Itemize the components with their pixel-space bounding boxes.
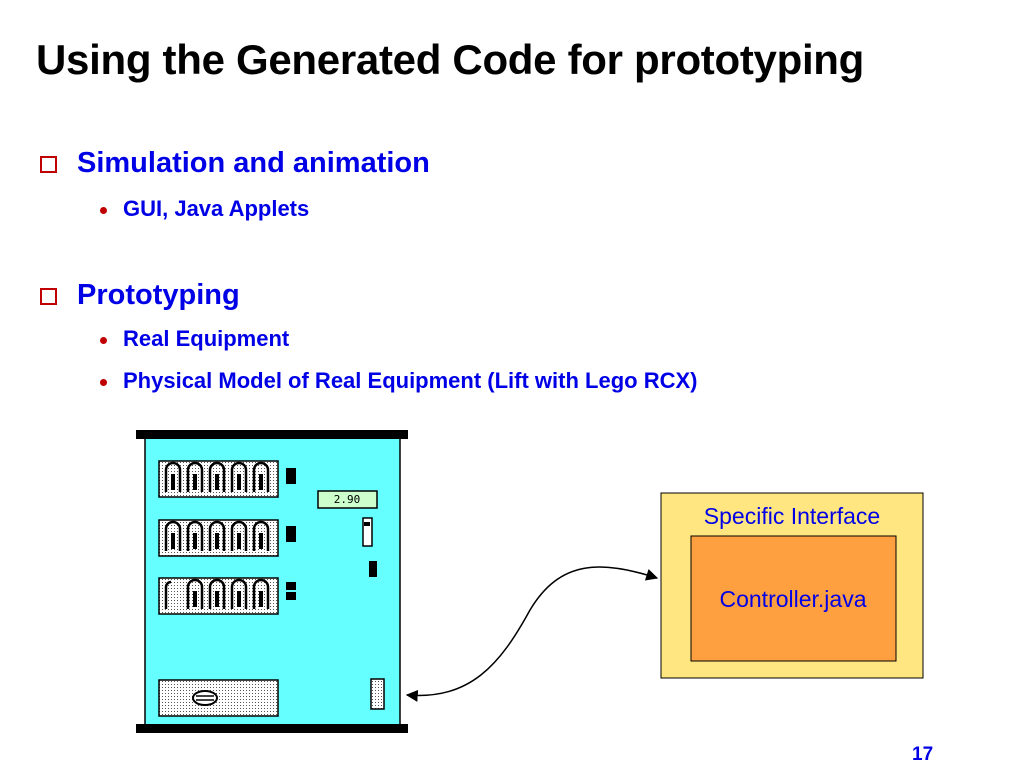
bullet-label: Simulation and animation (77, 147, 430, 179)
bullet-label: Prototyping (77, 279, 240, 311)
floor-button (286, 526, 296, 542)
dot-bullet-icon (100, 206, 107, 214)
floor-button (286, 592, 296, 600)
connection-arrow (405, 566, 659, 702)
lift-model: 2.90 (136, 430, 408, 733)
floor-panel (158, 519, 279, 557)
ground-floor-panel (158, 679, 279, 717)
floor-button (286, 468, 296, 484)
bullet-simulation: Simulation and animation (40, 147, 430, 180)
lift-display (317, 490, 378, 509)
square-bullet-icon (40, 156, 57, 173)
interface-label: Specific Interface (704, 503, 880, 529)
page-number: 17 (912, 744, 934, 765)
controller-box (690, 535, 897, 662)
subbullet-label: Real Equipment (123, 326, 290, 351)
dot-bullet-icon (100, 378, 107, 386)
subbullet-physical-model: Physical Model of Real Equipment (Lift w… (100, 368, 697, 394)
floor-button (286, 582, 296, 590)
square-bullet-icon (40, 288, 57, 305)
subbullet-label: GUI, Java Applets (123, 196, 310, 221)
floor-panel (158, 460, 279, 498)
lift-display-value: 2.90 (334, 493, 361, 506)
lift-car-slot (370, 678, 385, 710)
subbullet-real-equipment: Real Equipment (100, 326, 289, 352)
bullet-prototyping: Prototyping (40, 279, 240, 312)
interface-box: Specific Interface Controller.java (660, 492, 924, 679)
lift-bottom-bar (136, 724, 408, 733)
subbullet-label: Physical Model of Real Equipment (Lift w… (123, 368, 698, 393)
floor-panel (158, 577, 279, 615)
dot-bullet-icon (100, 336, 107, 344)
lift-sensor (369, 561, 377, 577)
lift-top-bar (136, 430, 408, 439)
subbullet-gui: GUI, Java Applets (100, 196, 309, 222)
controller-label: Controller.java (719, 586, 866, 612)
cabin-icon (192, 690, 218, 706)
slide-title: Using the Generated Code for prototyping (36, 36, 865, 83)
lift-indicator (362, 517, 373, 547)
